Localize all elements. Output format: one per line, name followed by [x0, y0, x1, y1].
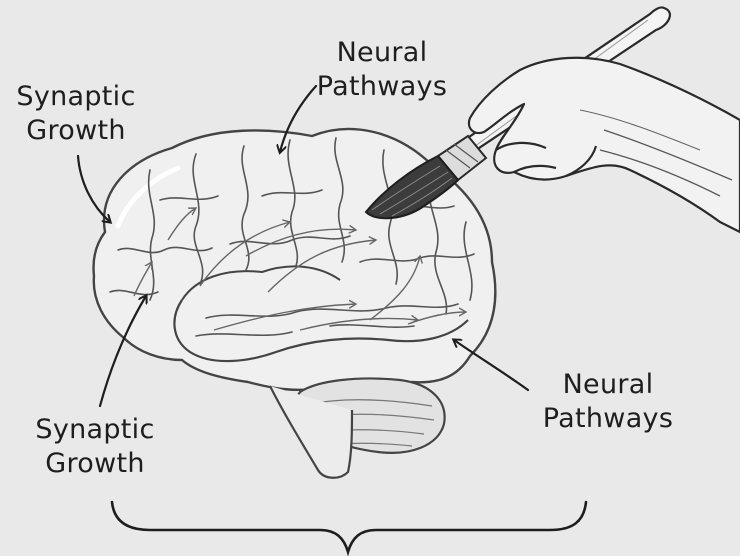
- label-line: Growth: [28, 447, 162, 481]
- label-line: Neural: [532, 368, 684, 402]
- label-synaptic-growth-bottom: Synaptic Growth: [28, 413, 162, 481]
- label-line: Synaptic: [28, 413, 162, 447]
- label-line: Synaptic: [14, 80, 138, 114]
- label-line: Neural: [312, 36, 452, 70]
- hand-icon: [469, 58, 740, 232]
- arrow-bottom-right: [454, 340, 528, 390]
- label-neural-pathways-top: Neural Pathways: [312, 36, 452, 104]
- bottom-brace: [112, 502, 586, 552]
- label-line: Growth: [14, 114, 138, 148]
- label-line: Pathways: [532, 402, 684, 436]
- label-line: Pathways: [312, 70, 452, 104]
- label-neural-pathways-bottom: Neural Pathways: [532, 368, 684, 436]
- label-synaptic-growth-top: Synaptic Growth: [14, 80, 138, 148]
